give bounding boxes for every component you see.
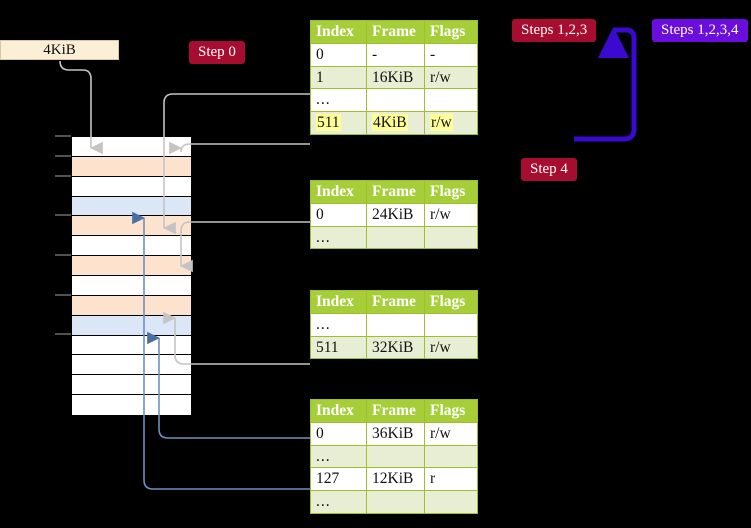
column-header-frame: Frame	[366, 399, 425, 423]
table-header-row: Index Frame Flags	[310, 180, 478, 204]
cell-flags: -	[424, 42, 478, 67]
cell-index: 1	[310, 65, 367, 90]
cell-flags	[424, 88, 478, 113]
table-row[interactable]: ...	[310, 490, 478, 515]
column-header-index: Index	[310, 20, 367, 44]
table-row[interactable]: 511 32KiB r/w	[310, 335, 478, 360]
memory-frame-cell	[72, 236, 191, 257]
cell-index: 0	[310, 42, 367, 67]
column-header-frame: Frame	[366, 180, 425, 204]
cell-frame-text: 4KiB	[372, 114, 408, 132]
cell-index-text: 511	[316, 114, 341, 132]
cell-flags	[424, 444, 478, 469]
physical-memory-column	[71, 136, 191, 415]
column-header-frame: Frame	[366, 290, 425, 314]
memory-frame-cell	[72, 276, 191, 296]
cell-index: 0	[310, 202, 367, 227]
cell-flags: r/w	[424, 111, 478, 136]
column-header-index: Index	[310, 399, 367, 423]
table-row[interactable]: 127 12KiB r	[310, 467, 478, 492]
table-row[interactable]: ...	[310, 444, 478, 469]
cell-frame: 16KiB	[366, 65, 425, 90]
page-table-pdpt: Index Frame Flags 0 24KiB r/w ...	[310, 180, 478, 250]
cell-frame: 24KiB	[366, 202, 425, 227]
memory-frame-cell	[72, 295, 191, 316]
badge-steps-1-2-3: Steps 1,2,3	[512, 19, 597, 42]
cell-flags: r/w	[424, 335, 478, 360]
cell-index: ...	[310, 444, 367, 469]
memory-frame-cell	[72, 216, 191, 237]
cell-flags	[424, 312, 478, 337]
cell-flags	[424, 225, 478, 250]
cell-index: 511	[310, 111, 367, 136]
cell-frame	[366, 88, 425, 113]
column-header-index: Index	[310, 290, 367, 314]
cell-index: 511	[310, 335, 367, 360]
memory-frame-cell	[72, 335, 191, 356]
table-row[interactable]: 0 36KiB r/w	[310, 421, 478, 446]
badge-steps-1-2-3-4: Steps 1,2,3,4	[652, 19, 748, 42]
column-header-flags: Flags	[424, 20, 478, 44]
cell-frame	[366, 444, 425, 469]
cell-index: ...	[310, 225, 367, 250]
memory-frame-cell	[72, 156, 191, 177]
cell-frame	[366, 490, 425, 515]
cell-flags-text: r/w	[430, 114, 453, 132]
memory-frame-cell	[72, 256, 191, 276]
cell-flags	[424, 490, 478, 515]
column-header-frame: Frame	[366, 20, 425, 44]
column-header-index: Index	[310, 180, 367, 204]
cell-flags: r/w	[424, 202, 478, 227]
column-header-flags: Flags	[424, 290, 478, 314]
badge-step-4: Step 4	[521, 158, 577, 181]
cell-index: ...	[310, 312, 367, 337]
cell-frame	[366, 312, 425, 337]
memory-frame-cell	[72, 137, 191, 157]
page-table-pml4: Index Frame Flags 0 - - 1 16KiB r/w ... …	[310, 20, 478, 136]
table-header-row: Index Frame Flags	[310, 399, 478, 423]
memory-frame-cell	[72, 375, 191, 396]
table-row[interactable]: 1 16KiB r/w	[310, 65, 478, 90]
memory-frame-cell	[72, 315, 191, 336]
cell-frame: 32KiB	[366, 335, 425, 360]
page-table-pd: Index Frame Flags ... 511 32KiB r/w	[310, 290, 478, 360]
cell-frame: 4KiB	[366, 111, 425, 136]
table-row-highlighted[interactable]: 511 4KiB r/w	[310, 111, 478, 136]
memory-frame-cell	[72, 395, 191, 415]
memory-frame-cell	[72, 355, 191, 376]
table-row[interactable]: 0 24KiB r/w	[310, 202, 478, 227]
cell-frame: -	[366, 42, 425, 67]
memory-frame-cell	[72, 196, 191, 217]
cell-frame	[366, 225, 425, 250]
cell-index: ...	[310, 490, 367, 515]
cell-index: ...	[310, 88, 367, 113]
cell-index: 127	[310, 467, 367, 492]
column-header-flags: Flags	[424, 399, 478, 423]
cell-flags: r/w	[424, 65, 478, 90]
column-header-flags: Flags	[424, 180, 478, 204]
table-header-row: Index Frame Flags	[310, 290, 478, 314]
table-row[interactable]: ...	[310, 225, 478, 250]
table-row[interactable]: ...	[310, 312, 478, 337]
cell-index: 0	[310, 421, 367, 446]
memory-frame-cell	[72, 176, 191, 197]
cell-frame: 36KiB	[366, 421, 425, 446]
page-table-pt: Index Frame Flags 0 36KiB r/w ... 127 12…	[310, 399, 478, 515]
table-row[interactable]: ...	[310, 88, 478, 113]
cell-frame: 12KiB	[366, 467, 425, 492]
cell-flags: r	[424, 467, 478, 492]
memory-block-4kib-label: 4KiB	[0, 40, 119, 60]
table-header-row: Index Frame Flags	[310, 20, 478, 44]
badge-step-0: Step 0	[189, 41, 245, 64]
table-row[interactable]: 0 - -	[310, 42, 478, 67]
cell-flags: r/w	[424, 421, 478, 446]
